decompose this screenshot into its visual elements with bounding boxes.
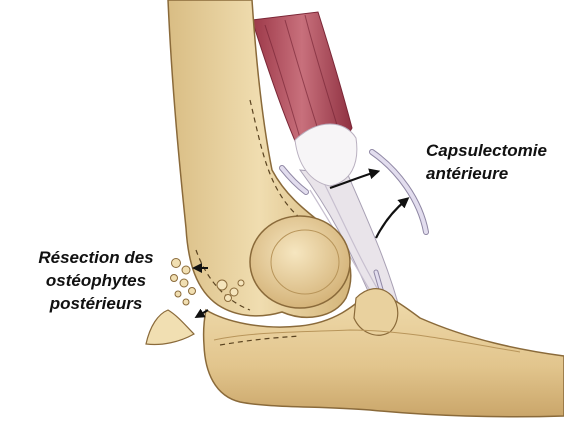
resection-label-line2: ostéophytes: [16, 270, 176, 292]
capsulectomy-label-line2: antérieure: [426, 163, 508, 185]
resection-label-line3: postérieurs: [16, 293, 176, 315]
capsulectomy-label-line1: Capsulectomie: [426, 140, 547, 162]
resection-label-line1: Résection des: [16, 247, 176, 269]
